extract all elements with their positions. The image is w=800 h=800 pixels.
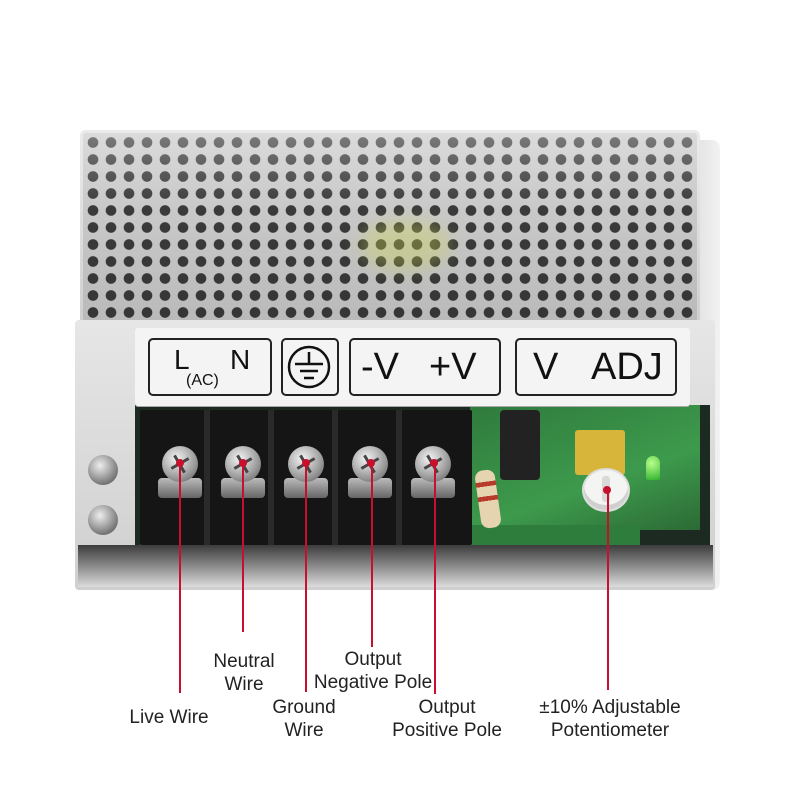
callout-text: Wire [284,720,324,741]
label-ac: (AC) [186,372,219,389]
callout-text: Output [418,697,476,718]
capacitor [500,410,540,480]
green-led [646,456,660,480]
callout-text: Negative Pole [313,672,433,693]
label-n: N [230,344,251,375]
label-minus-v: -V [361,346,399,388]
label-plus-v: +V [429,346,477,388]
terminal-washer [411,478,455,498]
callout-line-positive [434,463,436,694]
label-adj: ADJ [591,346,663,388]
terminal-washer [348,478,392,498]
side-screw [88,505,118,535]
ground-symbol-icon [287,345,331,389]
callout-line-negative [371,463,373,647]
callout-text: Wire [224,674,264,695]
callout-text: Positive Pole [392,720,502,741]
callout-text: Ground [272,697,336,718]
perforated-case-top [80,130,700,325]
terminal-divider [268,410,274,545]
case-glow [360,220,450,270]
callout-line-ground [305,463,307,692]
terminal-divider [204,410,210,545]
callout-line-potentiometer [607,490,609,690]
callout-text: Potentiometer [550,720,670,741]
side-screw [88,455,118,485]
callout-line-live [179,463,181,693]
yellow-capacitor [575,430,625,475]
callout-text: Live Wire [129,707,209,728]
label-v-adj: V ADJ [515,338,677,396]
label-v: V [533,346,559,388]
label-dc-output: -V +V [349,338,501,396]
case-shine [80,130,700,325]
callout-live-wire: Live Wire [129,706,208,729]
callout-text: Neutral [213,651,275,672]
callout-text: Output [344,649,402,670]
callout-text: ±10% Adjustable [539,697,681,718]
case-bottom [78,545,713,587]
label-ac-input: L N (AC) [148,338,272,396]
terminal-divider [396,410,402,545]
callout-line-neutral [242,463,244,632]
label-ground [281,338,339,396]
label-l: L [174,344,190,375]
terminal-divider [332,410,338,545]
terminal-label-strip: L N (AC) -V +V V ADJ [135,328,690,406]
